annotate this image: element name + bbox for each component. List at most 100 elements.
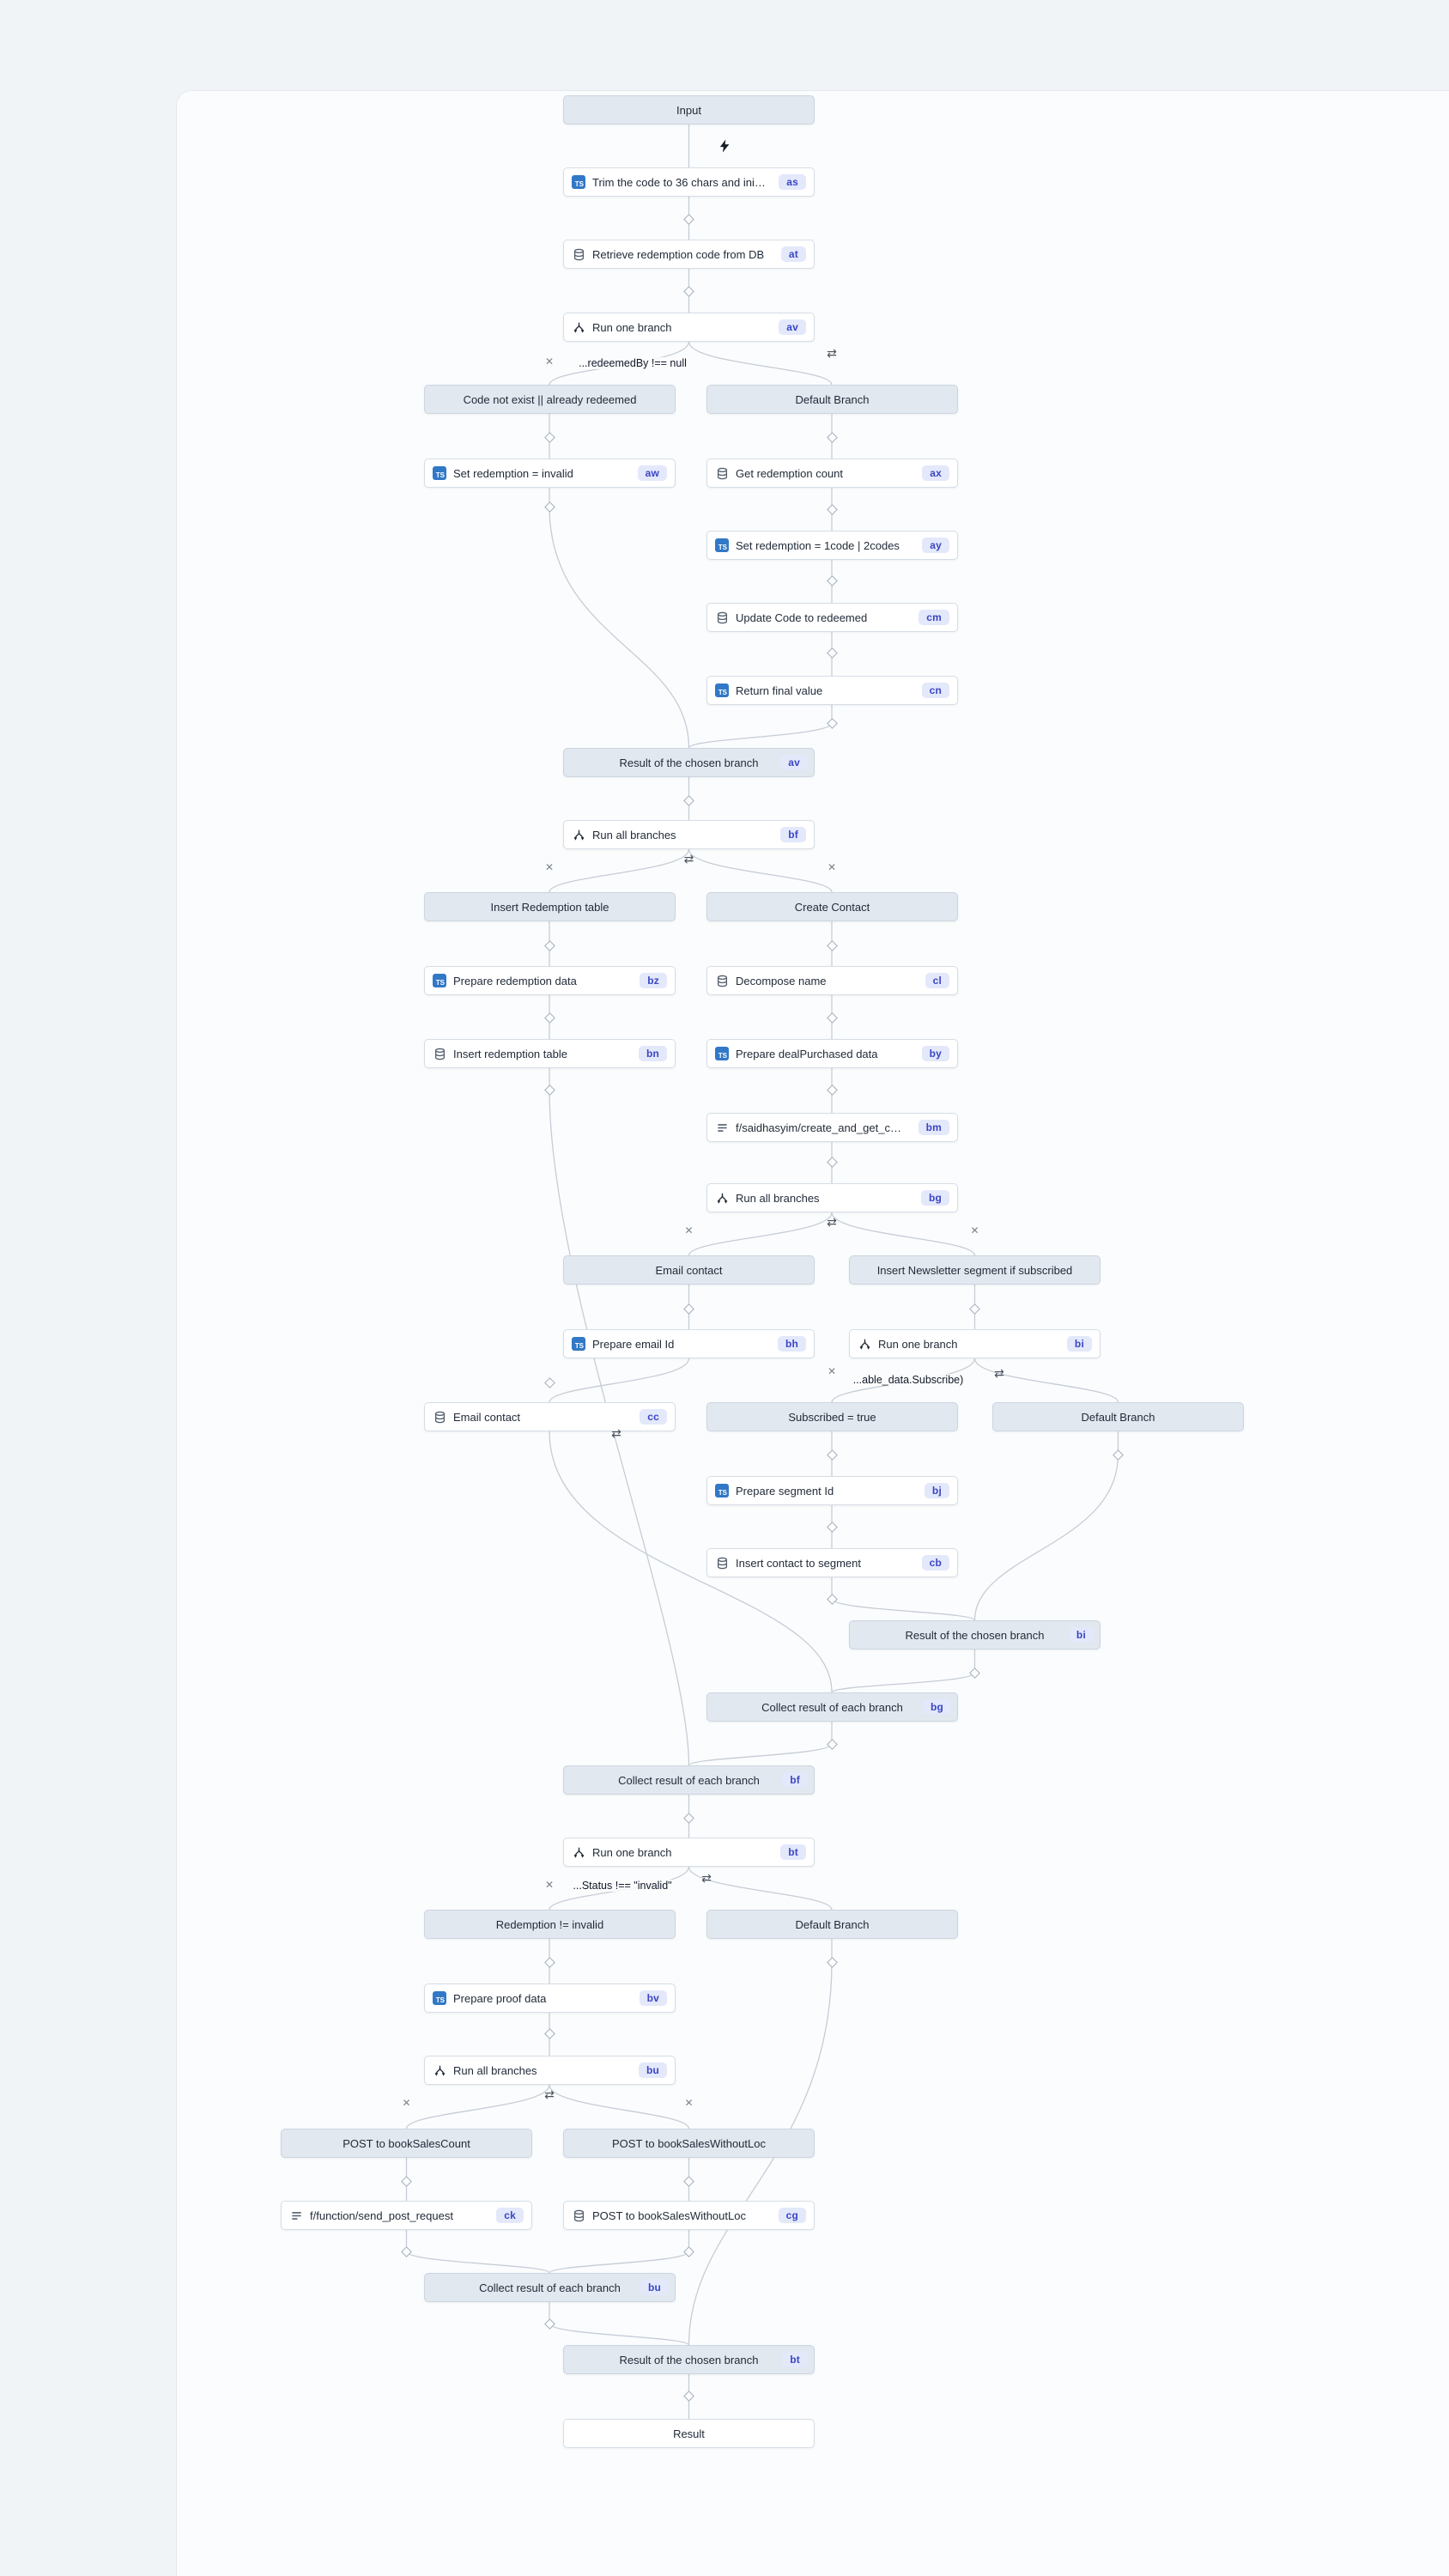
node-hdr_default1[interactable]: Default Branch — [706, 385, 958, 414]
step-id-badge: cl — [925, 972, 949, 989]
step-id-badge: by — [921, 1045, 949, 1062]
node-label: Input — [676, 103, 701, 117]
node-hdr_redemption_ne[interactable]: Redemption != invalid — [424, 1910, 676, 1939]
step-id-badge: ck — [496, 2207, 524, 2224]
edge — [973, 1454, 1119, 1621]
step-id-badge: bg — [920, 1189, 949, 1206]
step-id-badge: ay — [922, 537, 949, 554]
edge — [688, 1866, 833, 1911]
node-label: Code not exist || already redeemed — [463, 392, 637, 406]
node-label: Collect result of each branch — [618, 1773, 760, 1787]
step-id-badge: bf — [782, 1771, 808, 1789]
node-hdr_default2[interactable]: Default Branch — [992, 1402, 1244, 1431]
node-hdr_default3[interactable]: Default Branch — [706, 1910, 958, 1939]
node-hdr_email[interactable]: Email contact — [563, 1255, 815, 1285]
node-hdr_post_woloc[interactable]: POST to bookSalesWithoutLoc — [563, 2129, 815, 2158]
branch-x-icon: ✕ — [970, 1224, 979, 1236]
node-label: Redemption != invalid — [495, 1917, 604, 1931]
branch-x-icon: ✕ — [402, 2097, 411, 2109]
node-label: Result of the chosen branch — [619, 2353, 759, 2366]
branch-x-icon: ✕ — [827, 861, 837, 873]
node-label: Set redemption = 1code | 2codes — [736, 538, 900, 552]
branch-split-icon — [433, 2063, 446, 2077]
branch-split-icon — [572, 320, 585, 334]
edge — [831, 1212, 976, 1256]
node-label: Run one branch — [592, 320, 672, 334]
step-id-badge: bz — [640, 972, 667, 989]
node-label: Collect result of each branch — [479, 2281, 621, 2294]
branch-x-icon: ✕ — [684, 2097, 694, 2109]
node-label: Prepare proof data — [453, 1991, 547, 2005]
typescript-icon: TS — [715, 1047, 729, 1060]
branch-condition-label: ...redeemedBy !== null — [576, 357, 689, 369]
node-hdr_insert_table[interactable]: Insert Redemption table — [424, 892, 676, 921]
step-id-badge: bm — [918, 1119, 949, 1136]
branch-split-icon — [572, 1845, 585, 1859]
node-decompose[interactable]: Decompose name cl — [706, 966, 958, 995]
step-id-badge: bi — [1068, 1626, 1094, 1643]
node-update_code[interactable]: Update Code to redeemed cm — [706, 603, 958, 632]
typescript-icon: TS — [433, 1991, 446, 2005]
node-label: Update Code to redeemed — [736, 611, 868, 624]
branch-condition-label: ...Status !== "invalid" — [570, 1880, 675, 1892]
node-label: Trim the code to 36 chars and initia... — [592, 175, 767, 189]
node-label: Result — [673, 2427, 705, 2440]
node-hdr_create_contact[interactable]: Create Contact — [706, 892, 958, 921]
node-input[interactable]: Input — [563, 95, 815, 125]
branch-shuffle-icon: ⇄ — [544, 2088, 555, 2102]
node-hdr_subscribed[interactable]: Subscribed = true — [706, 1402, 958, 1431]
branch-split-icon — [858, 1337, 871, 1351]
branch-split-icon — [715, 1191, 729, 1205]
step-id-badge: bi — [1066, 1335, 1092, 1352]
node-label: POST to bookSalesCount — [343, 2136, 470, 2150]
step-id-badge: at — [780, 246, 806, 263]
step-id-badge: cb — [921, 1554, 949, 1571]
edge — [688, 1961, 833, 2346]
node-label: Decompose name — [736, 974, 827, 987]
step-id-badge: cg — [778, 2207, 806, 2224]
node-label: Run all branches — [453, 2063, 537, 2077]
step-id-badge: av — [780, 754, 808, 771]
node-create_get_cont[interactable]: f/saidhasyim/create_and_get_cont...bm — [706, 1113, 958, 1142]
step-id-badge: bj — [924, 1482, 949, 1499]
node-collect_bf[interactable]: Collect result of each branch bf — [563, 1765, 815, 1795]
node-label: Default Branch — [795, 392, 870, 406]
branch-x-icon: ✕ — [684, 1224, 694, 1236]
node-hdr_code_not_exist[interactable]: Code not exist || already redeemed — [424, 385, 676, 414]
step-id-badge: cm — [919, 609, 949, 626]
node-hdr_newsletter[interactable]: Insert Newsletter segment if subscribed — [849, 1255, 1100, 1285]
node-hdr_post_count[interactable]: POST to bookSalesCount — [281, 2129, 532, 2158]
node-result[interactable]: Result — [563, 2419, 815, 2448]
typescript-icon: TS — [715, 1484, 729, 1498]
branch-x-icon: ✕ — [544, 355, 555, 368]
step-id-badge: bf — [780, 826, 806, 843]
